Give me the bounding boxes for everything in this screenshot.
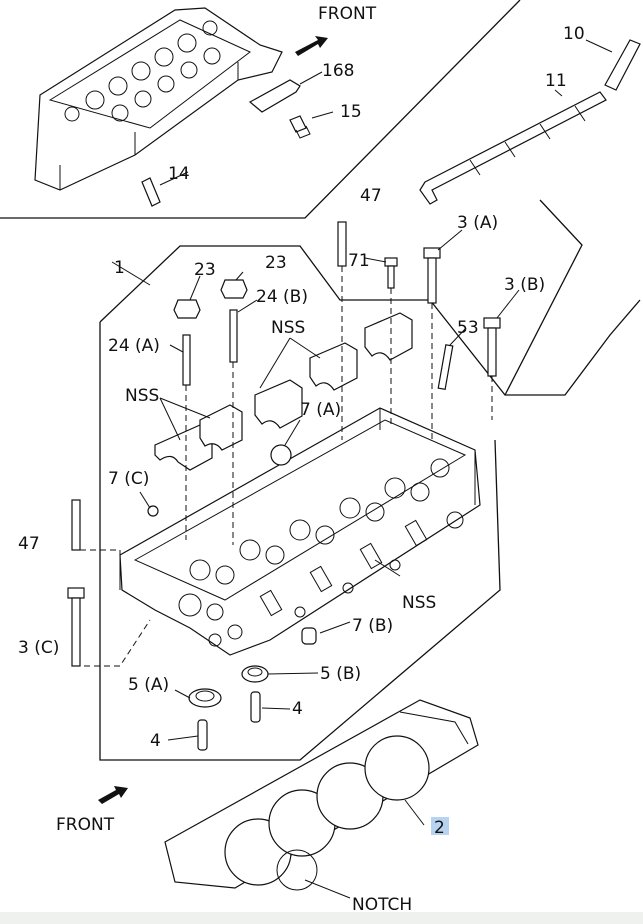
- footer-bar: [0, 912, 643, 924]
- inset-panel: [0, 0, 521, 219]
- leader-lines: [139, 229, 520, 899]
- cylinder-head: [119, 407, 481, 656]
- label-part-7c: 7 (C): [108, 469, 149, 489]
- fasteners: [67, 221, 501, 751]
- label-nss-3: NSS: [402, 593, 436, 613]
- label-nss-1: NSS: [271, 318, 305, 338]
- label-part-47-left: 47: [18, 534, 40, 554]
- leak-off-pipe: [419, 39, 641, 205]
- label-notch: NOTCH: [352, 895, 412, 915]
- label-part-5a: 5 (A): [128, 675, 169, 695]
- label-part-14: 14: [168, 164, 190, 184]
- label-part-53: 53: [457, 318, 479, 338]
- label-part-3c: 3 (C): [18, 638, 59, 658]
- label-front-top: FRONT: [318, 4, 377, 24]
- label-part-23-right: 23: [265, 253, 287, 273]
- label-part-168: 168: [322, 61, 354, 81]
- label-front-bottom: FRONT: [56, 815, 115, 835]
- label-part-24a: 24 (A): [108, 336, 160, 356]
- label-part-3b: 3 (B): [504, 275, 545, 295]
- label-part-23-left: 23: [194, 260, 216, 280]
- label-part-10: 10: [563, 24, 585, 44]
- label-part-15: 15: [340, 102, 362, 122]
- label-part-7b: 7 (B): [352, 616, 393, 636]
- label-part-7a: 7 (A): [300, 400, 341, 420]
- label-part-1: 1: [114, 258, 125, 278]
- label-part-4-right: 4: [292, 699, 303, 719]
- alignment-lines: [80, 266, 493, 667]
- label-nss-2: NSS: [125, 386, 159, 406]
- bearing-caps: [154, 312, 413, 471]
- label-part-3a: 3 (A): [457, 213, 498, 233]
- part-labels: FRONT 10 11 168 15 14 47 3 (A) 71 1 23 2…: [18, 4, 585, 915]
- front-arrow-icon: [98, 786, 128, 804]
- label-part-47-right: 47: [360, 186, 382, 206]
- label-part-5b: 5 (B): [320, 664, 361, 684]
- highlighted-part-badge[interactable]: [431, 817, 449, 835]
- label-part-2[interactable]: 2: [434, 818, 445, 838]
- label-part-71: 71: [348, 251, 370, 271]
- label-part-24b: 24 (B): [256, 287, 308, 307]
- label-part-11: 11: [545, 71, 567, 91]
- label-part-4-left: 4: [150, 731, 161, 751]
- head-gasket: [164, 699, 479, 891]
